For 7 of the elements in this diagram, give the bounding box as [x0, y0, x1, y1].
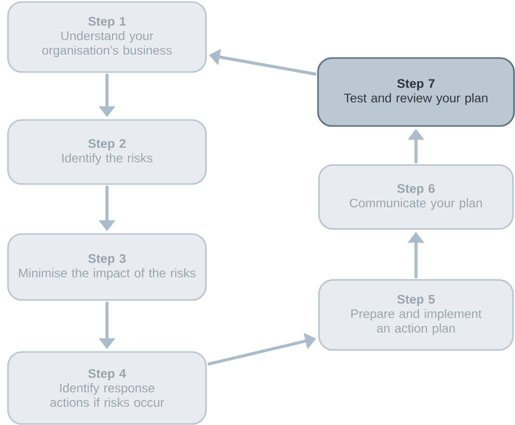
step-box: Step 3 Minimise the impact of the risks	[7, 233, 207, 301]
step-box: Step 6 Communicate your plan	[318, 164, 514, 230]
step-box: Step 2 Identify the risks	[7, 119, 207, 185]
step-box: Step 4 Identify response actions if risks occur	[7, 351, 207, 425]
step-box: Step 1 Understand your organisation’s business	[7, 1, 207, 73]
step-box: Step 7 Test and review your plan	[317, 57, 515, 127]
step-box: Step 5 Prepare and implement an action plan	[318, 279, 514, 351]
